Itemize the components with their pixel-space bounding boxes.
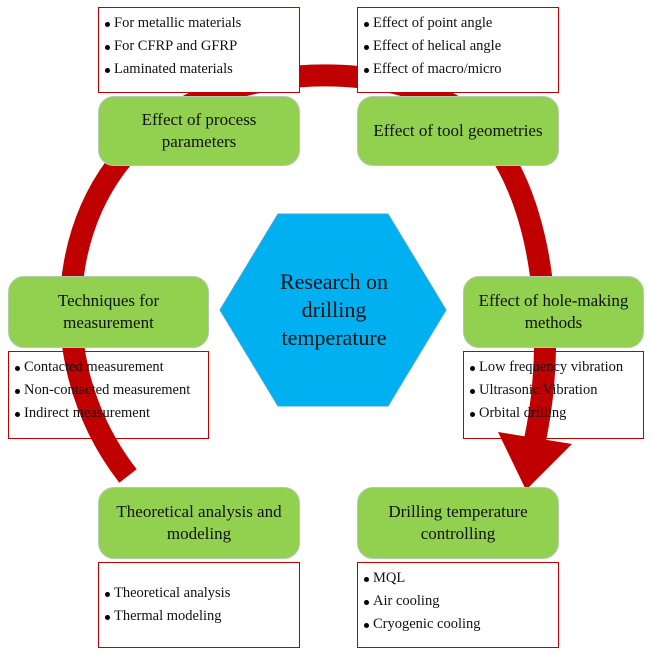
center-label-line: temperature [281, 325, 387, 350]
process-parameters-details: For metallic materials For CFRP and GFRP… [98, 7, 300, 93]
node-label-line: Effect of process [141, 110, 257, 129]
detail-item: Orbital drilling [470, 402, 637, 425]
node-label-line: Theoretical analysis and [116, 502, 282, 521]
node-label-line: Effect of hole-making [478, 291, 629, 310]
detail-item: Ultrasonic Vibration [470, 379, 637, 402]
center-hexagon-label: Research on drilling temperature [222, 212, 446, 408]
node-label-line: parameters [161, 132, 237, 151]
tool-geometries-details: Effect of point angle Effect of helical … [357, 7, 559, 93]
detail-item: Non-contacted measurement [15, 379, 202, 402]
measurement-techniques-details: Contacted measurement Non-contacted meas… [8, 351, 209, 439]
detail-item: Air cooling [364, 590, 552, 613]
hole-making-methods-details: Low frequency vibration Ultrasonic Vibra… [463, 351, 644, 439]
node-label-line: Techniques for [57, 291, 160, 310]
detail-item: Effect of macro/micro [364, 58, 552, 81]
detail-item: Theoretical analysis [105, 582, 293, 605]
center-label-line: drilling [301, 297, 367, 322]
center-label-line: Research on [279, 269, 389, 294]
detail-item: Effect of point angle [364, 12, 552, 35]
detail-item: Cryogenic cooling [364, 613, 552, 636]
detail-item: Indirect measurement [15, 402, 202, 425]
node-temperature-controlling: Drilling temperature controlling [357, 487, 559, 559]
temperature-controlling-details: MQL Air cooling Cryogenic cooling [357, 562, 559, 648]
node-label-line: controlling [420, 524, 496, 543]
node-process-parameters: Effect of process parameters [98, 96, 300, 166]
detail-item: For metallic materials [105, 12, 293, 35]
node-label-line: Effect of tool geometries [373, 121, 543, 140]
node-theoretical-analysis: Theoretical analysis and modeling [98, 487, 300, 559]
node-tool-geometries: Effect of tool geometries [357, 96, 559, 166]
node-label-line: measurement [63, 313, 154, 332]
detail-item: Laminated materials [105, 58, 293, 81]
node-measurement-techniques: Techniques for measurement [8, 276, 209, 348]
node-hole-making-methods: Effect of hole-making methods [463, 276, 644, 348]
theoretical-analysis-details: Theoretical analysis Thermal modeling [98, 562, 300, 648]
cycle-arrow-head [498, 432, 572, 490]
detail-item: MQL [364, 567, 552, 590]
node-label-line: modeling [166, 524, 232, 543]
center-hexagon [219, 213, 447, 407]
detail-item: Effect of helical angle [364, 35, 552, 58]
node-label-line: methods [524, 313, 583, 332]
detail-item: Thermal modeling [105, 605, 293, 628]
detail-item: Contacted measurement [15, 356, 202, 379]
detail-item: Low frequency vibration [470, 356, 637, 379]
detail-item: For CFRP and GFRP [105, 35, 293, 58]
node-label-line: Drilling temperature [388, 502, 528, 521]
